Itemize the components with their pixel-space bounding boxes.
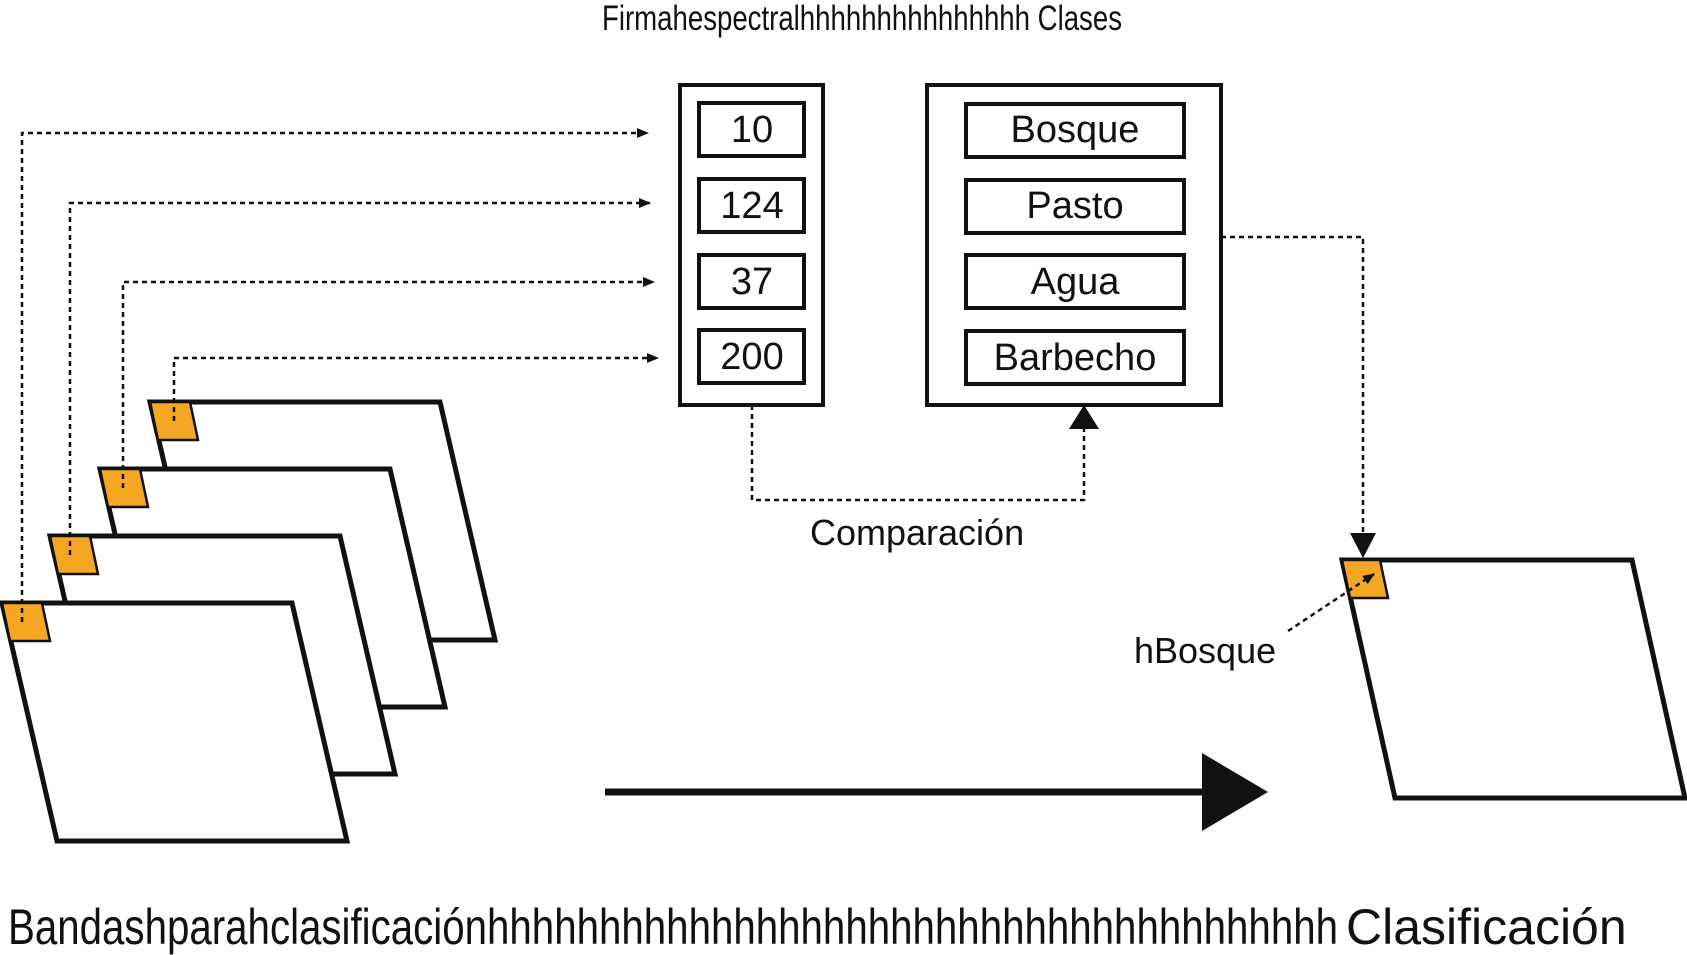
pixel-highlight-2 <box>48 534 100 576</box>
comparison-label: Comparación <box>810 512 1024 553</box>
pixel-highlight-1 <box>0 601 52 643</box>
signature-cell-2 <box>697 177 806 234</box>
connector-band-1 <box>20 128 649 622</box>
result-label-pointer <box>1287 572 1375 633</box>
comparison-connector <box>750 405 1099 502</box>
class-cell-1 <box>964 102 1186 159</box>
class-label-2: Pasto <box>1026 185 1123 227</box>
connector-band-3 <box>121 277 655 488</box>
signature-value-2: 124 <box>720 185 783 227</box>
footer-left-label: Bandashparahclasificaciónhhhhhhhhhhhhhhh… <box>8 899 1338 955</box>
class-label-1: Bosque <box>1011 109 1140 151</box>
classes-box: Bosque Pasto Agua Barbecho <box>925 83 1223 407</box>
process-arrow <box>605 753 1268 831</box>
signature-cell-3 <box>697 253 806 310</box>
comparison-arrowhead <box>1069 405 1099 429</box>
header-text: Firmahespectralhhhhhhhhhhhhhhh Clases <box>602 0 1122 38</box>
signature-value-4: 200 <box>720 336 783 378</box>
result-arrowhead <box>1350 533 1376 558</box>
result-connector <box>1221 235 1376 558</box>
signature-value-3: 37 <box>731 261 773 303</box>
class-cell-3 <box>964 253 1186 310</box>
class-cell-2 <box>964 178 1186 235</box>
band-stack <box>0 399 499 844</box>
connector-band-2 <box>68 198 651 555</box>
class-label-3: Agua <box>1031 261 1121 303</box>
connector-band-4 <box>172 353 659 421</box>
band-layer-1 <box>0 600 351 844</box>
spectral-signature-box: 10 124 37 200 <box>678 83 825 407</box>
classified-layer <box>1338 557 1687 801</box>
process-arrowhead <box>1202 753 1268 831</box>
pixel-connectors <box>20 128 659 622</box>
signature-cell-1 <box>697 101 806 158</box>
result-label: hBosque <box>1134 630 1276 671</box>
classified-image <box>1338 557 1687 801</box>
class-cell-4 <box>964 329 1186 386</box>
signature-cell-4 <box>697 328 806 385</box>
footer-right-label: Clasificación <box>1346 899 1627 955</box>
signature-value-1: 10 <box>731 109 773 151</box>
class-label-4: Barbecho <box>994 337 1157 379</box>
